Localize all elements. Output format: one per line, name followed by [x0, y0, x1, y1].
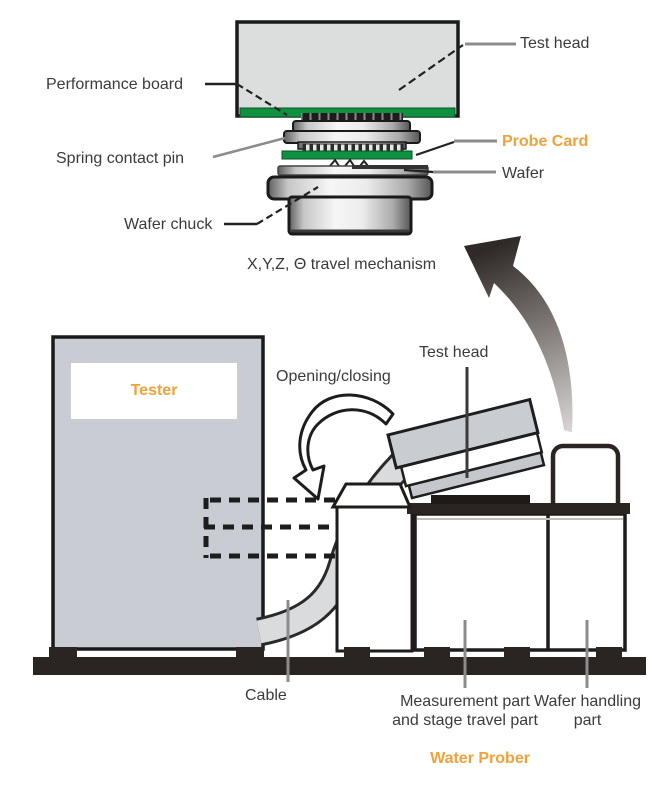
label-performance-board: Performance board	[46, 76, 183, 93]
prober-foot-2	[424, 647, 450, 658]
probe-card-strip	[281, 150, 413, 160]
label-wafer-handling-line2: part	[573, 712, 602, 730]
tester-foot-left	[49, 647, 77, 659]
prober-main-body	[413, 512, 627, 652]
leader-performance-board-diag	[236, 83, 288, 116]
label-tester: Tester	[130, 382, 178, 399]
wafer-chuck-body	[287, 195, 413, 236]
leader-spring-pin	[212, 136, 286, 159]
label-probe-card: Probe Card	[502, 133, 589, 150]
wafer-edge-shade	[352, 165, 428, 169]
leader-test-head-diag	[398, 44, 464, 91]
test-head-tilted	[386, 397, 546, 500]
opening-closing-arrow	[292, 393, 395, 501]
label-wafer-chuck: Wafer chuck	[124, 216, 213, 233]
test-head-docked-outline	[203, 497, 340, 559]
leader-wafer-diag	[403, 168, 434, 174]
prober-foot-4	[596, 647, 622, 658]
leader-probe-card-diag	[415, 140, 455, 157]
tester-foot-right	[236, 647, 264, 659]
label-test-head-bottom: Test head	[419, 344, 489, 361]
label-measurement-part-line1: Measurement part	[400, 693, 530, 710]
label-opening-closing: Opening/closing	[276, 368, 391, 385]
tester-name-plate	[71, 363, 237, 419]
head-hinge-mount	[330, 482, 413, 509]
test-head-detail	[205, 20, 516, 236]
zoom-arrow	[464, 236, 573, 432]
head-plate-pad	[431, 495, 530, 504]
label-prober-title: Water Prober	[430, 750, 530, 767]
machine-view	[33, 335, 646, 688]
prober-foot-1	[344, 647, 370, 658]
label-cable: Cable	[245, 687, 287, 704]
label-spring-contact-pin: Spring contact pin	[56, 150, 185, 167]
label-measurement-part-line2: and stage travel part	[392, 712, 538, 730]
leader-wafer-chuck-diag	[256, 186, 319, 225]
pogo-ring-lower	[283, 130, 421, 144]
connector-strip	[301, 113, 403, 122]
prober-top-band	[407, 503, 630, 514]
label-wafer: Wafer	[502, 165, 545, 182]
prober-foot-3	[504, 647, 530, 658]
label-travel-mechanism: X,Y,Z, Θ travel mechanism	[247, 256, 437, 273]
test-head-box	[235, 20, 460, 118]
label-wafer-handling-line1: Wafer handling	[533, 693, 642, 710]
wafer-handling-top-box	[550, 443, 621, 515]
label-test-head-top: Test head	[520, 35, 590, 52]
prober-left-tower	[335, 504, 414, 653]
floor-bar	[33, 657, 646, 675]
label-wafer-handling-part: Wafer handling part	[520, 692, 655, 730]
label-measurement-part: Measurement part and stage travel part	[365, 692, 565, 730]
probe-needles	[329, 158, 369, 167]
